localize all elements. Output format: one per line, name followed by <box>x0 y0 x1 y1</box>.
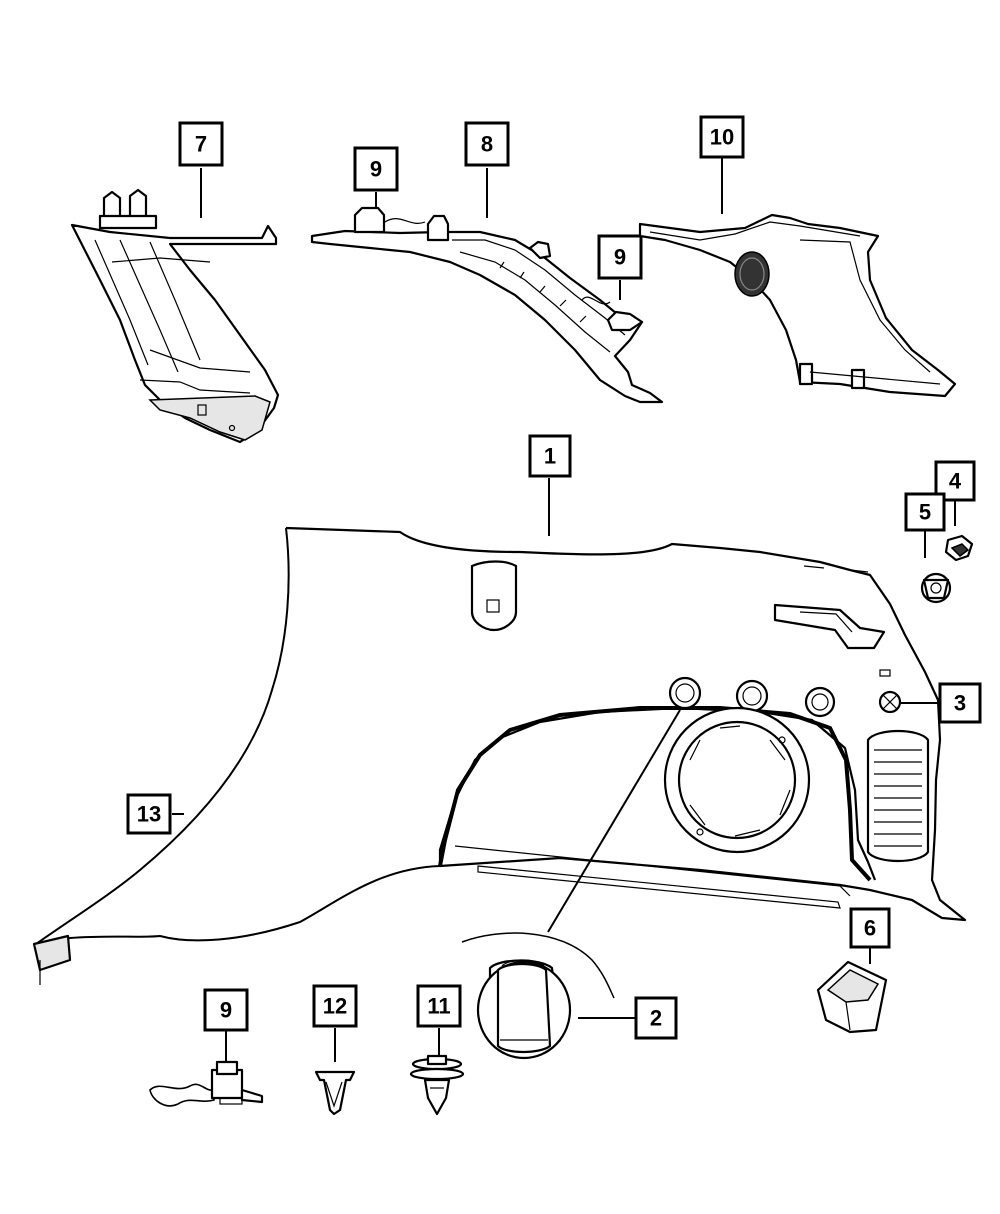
leader-2-link <box>547 709 681 933</box>
callout-9-bottom: 9 <box>203 988 249 1032</box>
part-6-bin <box>816 960 888 1034</box>
svg-text:12: 12 <box>323 994 347 1019</box>
svg-text:4: 4 <box>949 469 962 494</box>
svg-text:10: 10 <box>710 125 734 150</box>
part-11-push-pin <box>409 1054 465 1116</box>
callout-9-top-right: 9 <box>597 234 643 280</box>
svg-text:6: 6 <box>864 916 876 941</box>
svg-text:9: 9 <box>220 998 232 1023</box>
part-1-quarter-trim-panel <box>285 526 967 922</box>
callout-2: 2 <box>634 996 678 1040</box>
part-9-clip-bottom <box>149 1060 264 1107</box>
callout-11: 11 <box>416 984 462 1028</box>
callout-12: 12 <box>312 984 358 1028</box>
tie-down-hook <box>470 560 518 632</box>
svg-text:11: 11 <box>427 994 450 1019</box>
part-4-fastener <box>944 534 974 562</box>
callout-3: 3 <box>938 682 982 724</box>
callout-1: 1 <box>528 434 572 478</box>
svg-text:5: 5 <box>919 500 931 525</box>
svg-text:7: 7 <box>195 132 207 157</box>
vent-grille <box>866 730 930 862</box>
part-2-jack-cover <box>461 932 615 1060</box>
callout-6: 6 <box>849 907 891 949</box>
callout-10: 10 <box>699 115 745 159</box>
callout-5: 5 <box>904 492 946 532</box>
part-12-push-clip <box>314 1070 356 1116</box>
callout-8: 8 <box>464 121 510 167</box>
svg-text:9: 9 <box>614 245 626 270</box>
part-10-pillar-trim <box>638 213 957 398</box>
svg-text:8: 8 <box>481 132 493 157</box>
part-13-wheelhouse-trim <box>32 527 441 985</box>
part-7-pillar-trim <box>70 188 280 444</box>
svg-text:13: 13 <box>137 802 161 827</box>
part-8-upper-trim <box>310 206 664 404</box>
svg-text:1: 1 <box>544 444 556 469</box>
svg-text:2: 2 <box>650 1006 662 1031</box>
svg-text:9: 9 <box>370 157 382 182</box>
part-5-nut <box>920 572 952 604</box>
svg-text:3: 3 <box>954 691 966 716</box>
callout-7: 7 <box>178 121 224 167</box>
callout-9-top-left: 9 <box>353 146 399 192</box>
callout-13: 13 <box>126 793 172 835</box>
